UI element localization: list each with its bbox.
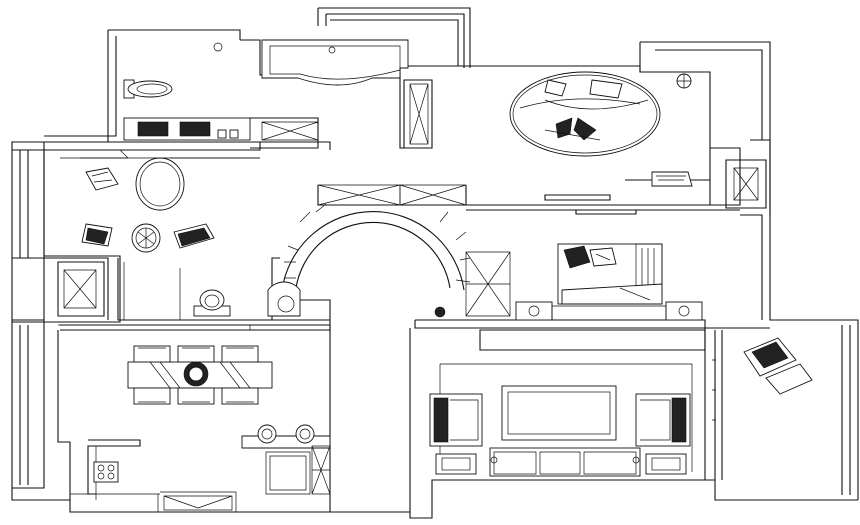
side-table (435, 453, 477, 475)
room-balcony (712, 337, 813, 421)
side-table (645, 453, 687, 475)
oval-table (135, 157, 185, 211)
armchair-icon (429, 393, 483, 447)
room-round-hall (267, 184, 511, 321)
stove-icon (93, 461, 119, 483)
dining-chair (133, 345, 171, 363)
dining-chair (177, 345, 215, 363)
bar-stool (295, 424, 315, 444)
nightstand (665, 301, 703, 321)
sofa-icon (489, 447, 641, 477)
coffee-table (501, 385, 617, 441)
floor-drain-icon (213, 42, 223, 52)
bathtub (261, 39, 409, 86)
dining-chair (133, 387, 171, 405)
toilet-icon (123, 79, 173, 99)
dining-chair (177, 387, 215, 405)
dining-chair (221, 345, 259, 363)
plant-icon (434, 306, 446, 318)
sink-icon (179, 121, 211, 137)
room-bathroom (123, 39, 409, 141)
room-study (60, 149, 260, 253)
toilet-icon (193, 289, 231, 317)
sink-icon (137, 121, 169, 137)
nightstand (515, 301, 553, 321)
round-bed (509, 71, 661, 157)
footstool (765, 363, 813, 395)
armchair-icon (85, 167, 119, 191)
room-guest-toilet (57, 261, 231, 320)
room-dining (58, 324, 330, 405)
room-second-bedroom (515, 243, 703, 321)
room-living (429, 363, 693, 477)
armchair-icon (635, 393, 691, 447)
room-kitchen (70, 424, 331, 512)
armchair-icon (651, 171, 693, 187)
room-master-bedroom (403, 71, 767, 209)
dining-chair (221, 387, 259, 405)
bar-stool (257, 424, 277, 444)
